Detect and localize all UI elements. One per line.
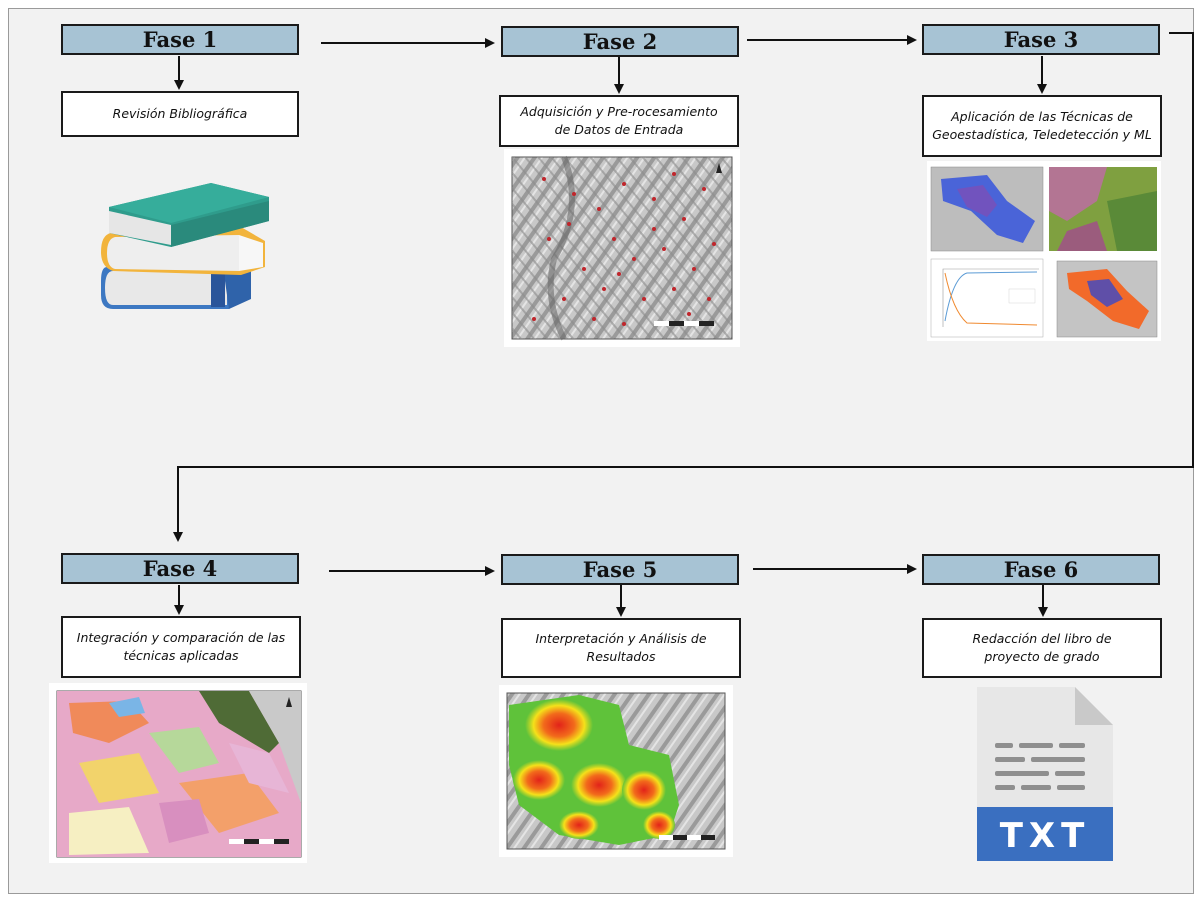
phase-5-header: Fase 5: [501, 554, 739, 585]
phase-6-desc-line-2: proyecto de grado: [984, 649, 1100, 664]
phase-2-header: Fase 2: [501, 26, 739, 57]
phase-1-header: Fase 1: [61, 24, 299, 55]
phase-6-description: Redacción del libro de proyecto de grado: [922, 618, 1162, 678]
phase-5-description: Interpretación y Análisis de Resultados: [501, 618, 741, 678]
arrow-fase3-fase4: [173, 32, 1194, 542]
maps-and-loss-chart-collage: [927, 161, 1161, 341]
phase-5-desc-line-1: Interpretación y Análisis de: [535, 630, 707, 646]
heatmap-map: [499, 685, 733, 857]
txt-file-icon: TXT: [977, 687, 1113, 861]
phase-1-description: Revisión Bibliográfica: [61, 91, 299, 137]
phase-3-description: Aplicación de las Técnicas de Geoestadís…: [922, 95, 1162, 157]
flowchart-canvas: Fase 1 Revisión Bibliográfica Fase 2 Adq…: [8, 8, 1194, 894]
phase-2-description: Adquisición y Pre-rocesamiento de Datos …: [499, 95, 739, 147]
phase-3-desc-line-1: Aplicación de las Técnicas de: [951, 108, 1133, 124]
phase-1-desc-line-1: Revisión Bibliográfica: [112, 105, 248, 121]
phase-6-header: Fase 6: [922, 554, 1160, 585]
phase-4-desc-line-2: técnicas aplicadas: [123, 648, 239, 663]
hillshade-points-map: [504, 149, 740, 347]
phase-2-desc-line-2: de Datos de Entrada: [554, 122, 684, 137]
geology-color-map: [49, 683, 307, 863]
phase-6-desc-line-1: Redacción del libro de: [972, 630, 1112, 646]
flow-arrows: [173, 32, 1194, 617]
phase-3-desc-line-2: Geoestadística, Teledetección y ML: [932, 127, 1152, 142]
phase-5-desc-line-2: Resultados: [586, 649, 656, 664]
phase-4-desc-line-1: Integración y comparación de las: [76, 629, 286, 645]
phase-2-desc-line-1: Adquisición y Pre-rocesamiento: [520, 103, 718, 119]
phase-3-header: Fase 3: [922, 24, 1160, 55]
txt-icon-label: TXT: [1000, 816, 1091, 856]
phase-4-header: Fase 4: [61, 553, 299, 584]
phase-4-description: Integración y comparación de las técnica…: [61, 616, 301, 678]
books-icon: [101, 183, 269, 309]
